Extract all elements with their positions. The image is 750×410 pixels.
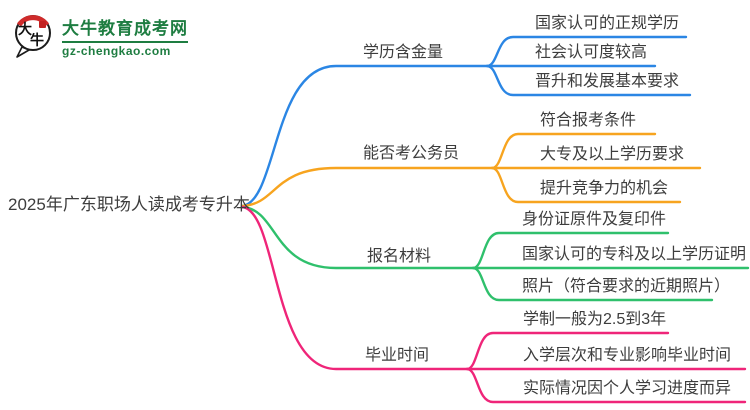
branch-label-civil-service: 能否考公务员 [363, 145, 460, 162]
child-label: 符合报考条件 [540, 112, 637, 129]
branch-label-materials: 报名材料 [367, 248, 432, 265]
branch-lines-civil-service [240, 132, 702, 208]
child-label: 社会认可度较高 [535, 44, 648, 61]
child-label: 国家认可的正规学历 [535, 15, 680, 32]
child-label: 照片（符合要求的近期照片） [522, 278, 731, 295]
root-node-label: 2025年广东职场人读成考专升本 [8, 195, 250, 214]
logo-divider [62, 40, 188, 43]
branch-label-graduation-time: 毕业时间 [365, 347, 430, 364]
child-label: 入学层次和专业影响毕业时间 [523, 347, 732, 364]
logo-title: 大牛教育成考网 [62, 19, 188, 38]
child-label: 学制一般为2.5到3年 [523, 311, 667, 328]
site-logo[interactable]: 大 牛 大牛教育成考网 gz-chengkao.com [10, 12, 188, 60]
branch-lines-materials [240, 205, 750, 302]
logo-char-niu: 牛 [30, 32, 44, 48]
daniu-bubble-icon: 大 牛 [15, 15, 51, 58]
child-label: 实际情况因个人学习进度而异 [523, 380, 732, 397]
child-label: 大专及以上学历要求 [540, 146, 685, 163]
branch-lines-credential-value [240, 35, 692, 208]
child-label: 国家认可的专科及以上学历证明 [522, 246, 747, 263]
branch-lines-graduation-time [240, 205, 747, 404]
branch-label-credential-value: 学历含金量 [363, 44, 444, 61]
logo-url: gz-chengkao.com [62, 43, 171, 58]
child-label: 晋升和发展基本要求 [535, 73, 680, 90]
child-label: 身份证原件及复印件 [522, 211, 667, 228]
child-label: 提升竞争力的机会 [540, 180, 669, 197]
logo-char-da: 大 [18, 21, 32, 37]
logo-text-block: 大牛教育成考网 gz-chengkao.com [62, 19, 188, 58]
